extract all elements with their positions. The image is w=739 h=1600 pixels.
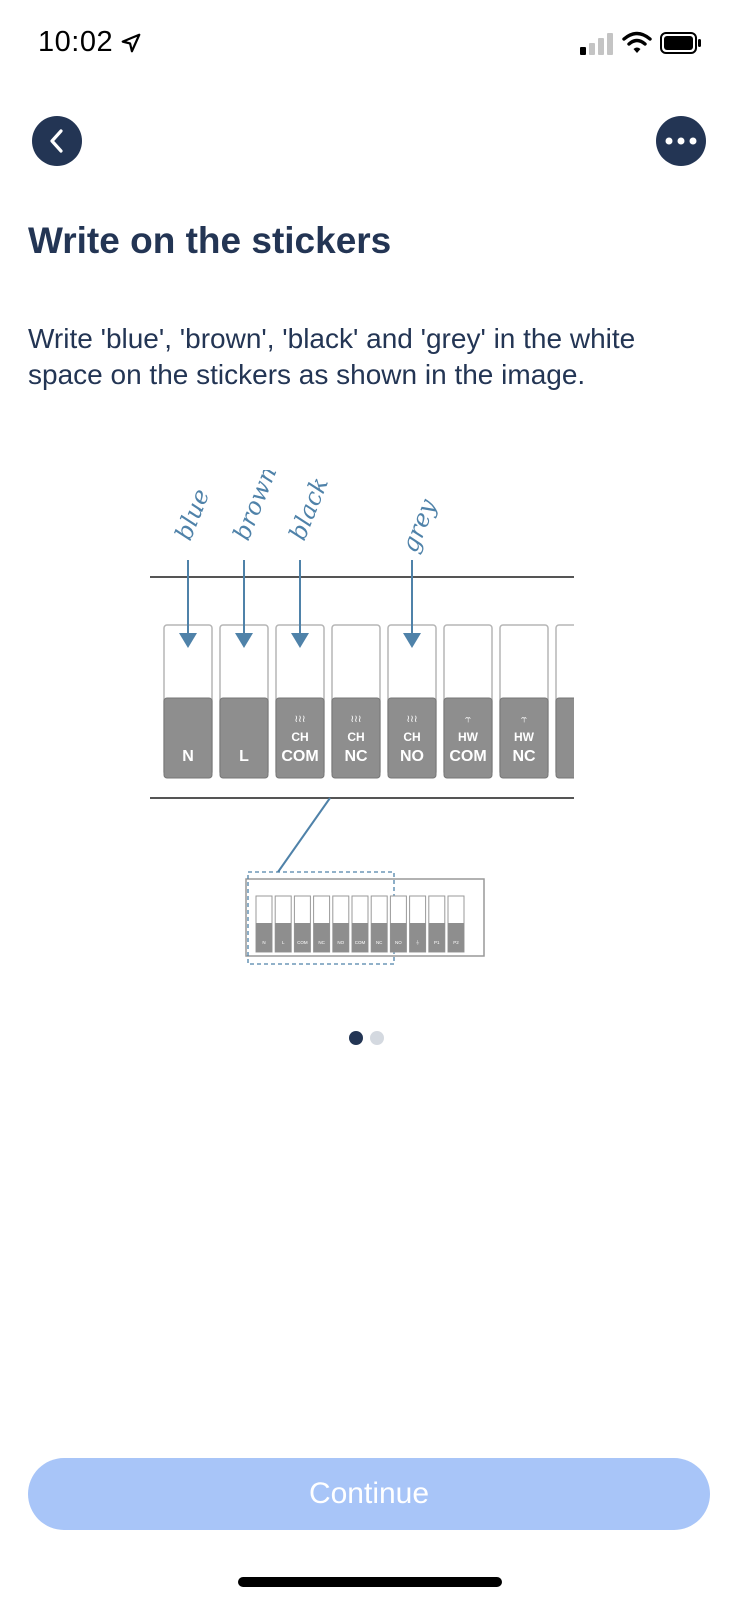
mini-terminal-label: NO bbox=[337, 940, 344, 945]
handwritten-label-blue: blue bbox=[170, 485, 216, 544]
terminal-bottom-label: NC bbox=[344, 748, 368, 765]
terminal-bottom-label: N bbox=[574, 748, 586, 765]
terminal-symbol: ⥾ bbox=[521, 714, 528, 725]
terminal-top-label: H bbox=[576, 730, 585, 744]
terminal-bottom-label: NO bbox=[400, 748, 424, 765]
mini-terminal-cell: NO bbox=[389, 895, 407, 953]
arrow-down-icon bbox=[403, 560, 421, 648]
more-dots-icon bbox=[665, 137, 697, 145]
mini-terminal-label: COM bbox=[297, 940, 308, 945]
mini-terminal-label: P1 bbox=[434, 940, 440, 945]
terminal-top-label: HW bbox=[458, 730, 479, 744]
terminal-symbol: ≀≀≀ bbox=[406, 714, 417, 725]
status-bar: 10:02 bbox=[0, 0, 739, 90]
battery-icon bbox=[660, 32, 701, 54]
chevron-left-icon bbox=[50, 129, 63, 153]
terminal-bottom-label: N bbox=[182, 748, 194, 765]
handwritten-label-grey: grey bbox=[396, 495, 443, 557]
terminal-symbol: ≀≀≀ bbox=[294, 714, 305, 725]
terminal-bottom-label: COM bbox=[281, 748, 318, 765]
continue-button[interactable]: Continue bbox=[28, 1458, 710, 1530]
page-dot-active bbox=[349, 1031, 363, 1045]
mini-terminal-label: P2 bbox=[453, 940, 459, 945]
terminal-cell: ⥾ HW NC bbox=[499, 624, 549, 779]
mini-terminal-cell: N bbox=[255, 895, 273, 953]
page-title: Write on the stickers bbox=[28, 220, 392, 261]
arrow-down-icon bbox=[179, 560, 197, 648]
mini-terminal-cell: COM bbox=[351, 895, 369, 953]
arrow-down-icon bbox=[291, 560, 309, 648]
terminal-top-label: HW bbox=[514, 730, 535, 744]
terminal-symbol: ⥾ bbox=[465, 714, 472, 725]
mini-terminal-label: NO bbox=[395, 940, 402, 945]
handwritten-label-black: black bbox=[284, 473, 334, 544]
mini-terminal-cell: L bbox=[274, 895, 292, 953]
terminal-top-label: CH bbox=[291, 730, 308, 744]
mini-terminal-cell: NC bbox=[313, 895, 331, 953]
terminal-cell: L bbox=[219, 624, 269, 779]
mini-terminal-label: NC bbox=[318, 940, 325, 945]
handwritten-label-brown: brown bbox=[228, 470, 283, 544]
mini-terminal-cell: NO bbox=[332, 895, 350, 953]
back-button[interactable] bbox=[32, 116, 82, 166]
terminal-bottom-label: COM bbox=[449, 748, 486, 765]
home-indicator bbox=[238, 1577, 502, 1587]
mini-terminal-label: N bbox=[262, 940, 265, 945]
instructions-text: Write 'blue', 'brown', 'black' and 'grey… bbox=[28, 323, 636, 390]
mini-terminal-label: ⏚ bbox=[415, 939, 420, 945]
page-dot-inactive bbox=[370, 1031, 384, 1045]
terminal-cell: HN bbox=[555, 624, 586, 779]
page-indicator bbox=[349, 1031, 384, 1045]
more-options-button[interactable] bbox=[656, 116, 706, 166]
terminal-bottom-label: L bbox=[239, 748, 249, 765]
terminal-top-label: CH bbox=[347, 730, 364, 744]
wifi-icon bbox=[622, 31, 652, 53]
mini-terminal-cell: COM bbox=[293, 895, 311, 953]
mini-terminal-label: L bbox=[282, 940, 285, 945]
terminal-cell: N bbox=[163, 624, 213, 779]
mini-terminal-cell: P2 bbox=[447, 895, 465, 953]
terminal-symbol: ≀≀≀ bbox=[350, 714, 361, 725]
location-arrow-icon bbox=[121, 33, 141, 53]
mini-terminal-cell: ⏚ bbox=[409, 895, 427, 953]
signal-icon bbox=[580, 33, 613, 55]
terminal-cell: ⥾ HW COM bbox=[443, 624, 493, 779]
mini-terminal-label: COM bbox=[355, 940, 366, 945]
mini-terminal-cell: P1 bbox=[428, 895, 446, 953]
mini-terminal-label: NC bbox=[376, 940, 383, 945]
terminal-cell: ≀≀≀ CH NC bbox=[331, 624, 381, 779]
terminal-bottom-label: NC bbox=[512, 748, 536, 765]
terminal-cell: ≀≀≀ CH COM bbox=[275, 624, 325, 779]
terminal-top-label: CH bbox=[403, 730, 420, 744]
arrow-down-icon bbox=[235, 560, 253, 648]
terminal-cell: ≀≀≀ CH NO bbox=[387, 624, 437, 779]
status-time: 10:02 bbox=[38, 26, 114, 58]
mini-terminal-cell: NC bbox=[370, 895, 388, 953]
